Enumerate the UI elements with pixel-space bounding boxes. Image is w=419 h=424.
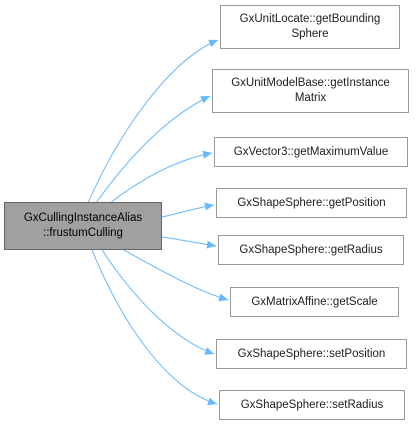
- callee-node-getscale[interactable]: GxMatrixAffine::getScale: [230, 287, 399, 317]
- edge-setradius: [91, 249, 218, 406]
- callee-node-getboundingsphere[interactable]: GxUnitLocate::getBounding Sphere: [220, 5, 400, 49]
- edge-getboundingsphere: [87, 39, 219, 204]
- callee-node-getposition[interactable]: GxShapeSphere::getPosition: [216, 188, 407, 218]
- callee-node-label: GxShapeSphere::setRadius: [240, 398, 384, 411]
- callee-node-setposition[interactable]: GxShapeSphere::setPosition: [216, 339, 407, 369]
- callee-node-label: GxShapeSphere::setPosition: [237, 347, 386, 360]
- edge-getposition: [161, 202, 215, 218]
- callee-node-getradius[interactable]: GxShapeSphere::getRadius: [218, 235, 404, 265]
- callee-node-label: GxVector3::getMaximumValue: [233, 145, 389, 158]
- root-node-frustumculling[interactable]: GxCullingInstanceAlias ::frustumCulling: [4, 202, 162, 250]
- callee-node-label: GxUnitLocate::getBounding Sphere: [239, 13, 381, 40]
- callee-node-label: GxShapeSphere::getPosition: [237, 196, 386, 209]
- edge-getinstancematrix: [95, 95, 211, 204]
- edge-getmaximumvalue: [109, 150, 213, 204]
- callee-node-getinstancematrix[interactable]: GxUnitModelBase::getInstance Matrix: [212, 69, 409, 113]
- edge-getradius: [161, 236, 217, 249]
- edge-setposition: [101, 249, 215, 355]
- callee-node-setradius[interactable]: GxShapeSphere::setRadius: [219, 390, 405, 420]
- callee-node-getmaximumvalue[interactable]: GxVector3::getMaximumValue: [214, 137, 408, 167]
- edge-getscale: [123, 249, 229, 302]
- callee-node-label: GxUnitModelBase::getInstance Matrix: [231, 77, 390, 104]
- callee-node-label: GxShapeSphere::getRadius: [239, 243, 383, 256]
- callee-node-label: GxMatrixAffine::getScale: [251, 295, 378, 308]
- root-node-label: GxCullingInstanceAlias ::frustumCulling: [23, 212, 143, 239]
